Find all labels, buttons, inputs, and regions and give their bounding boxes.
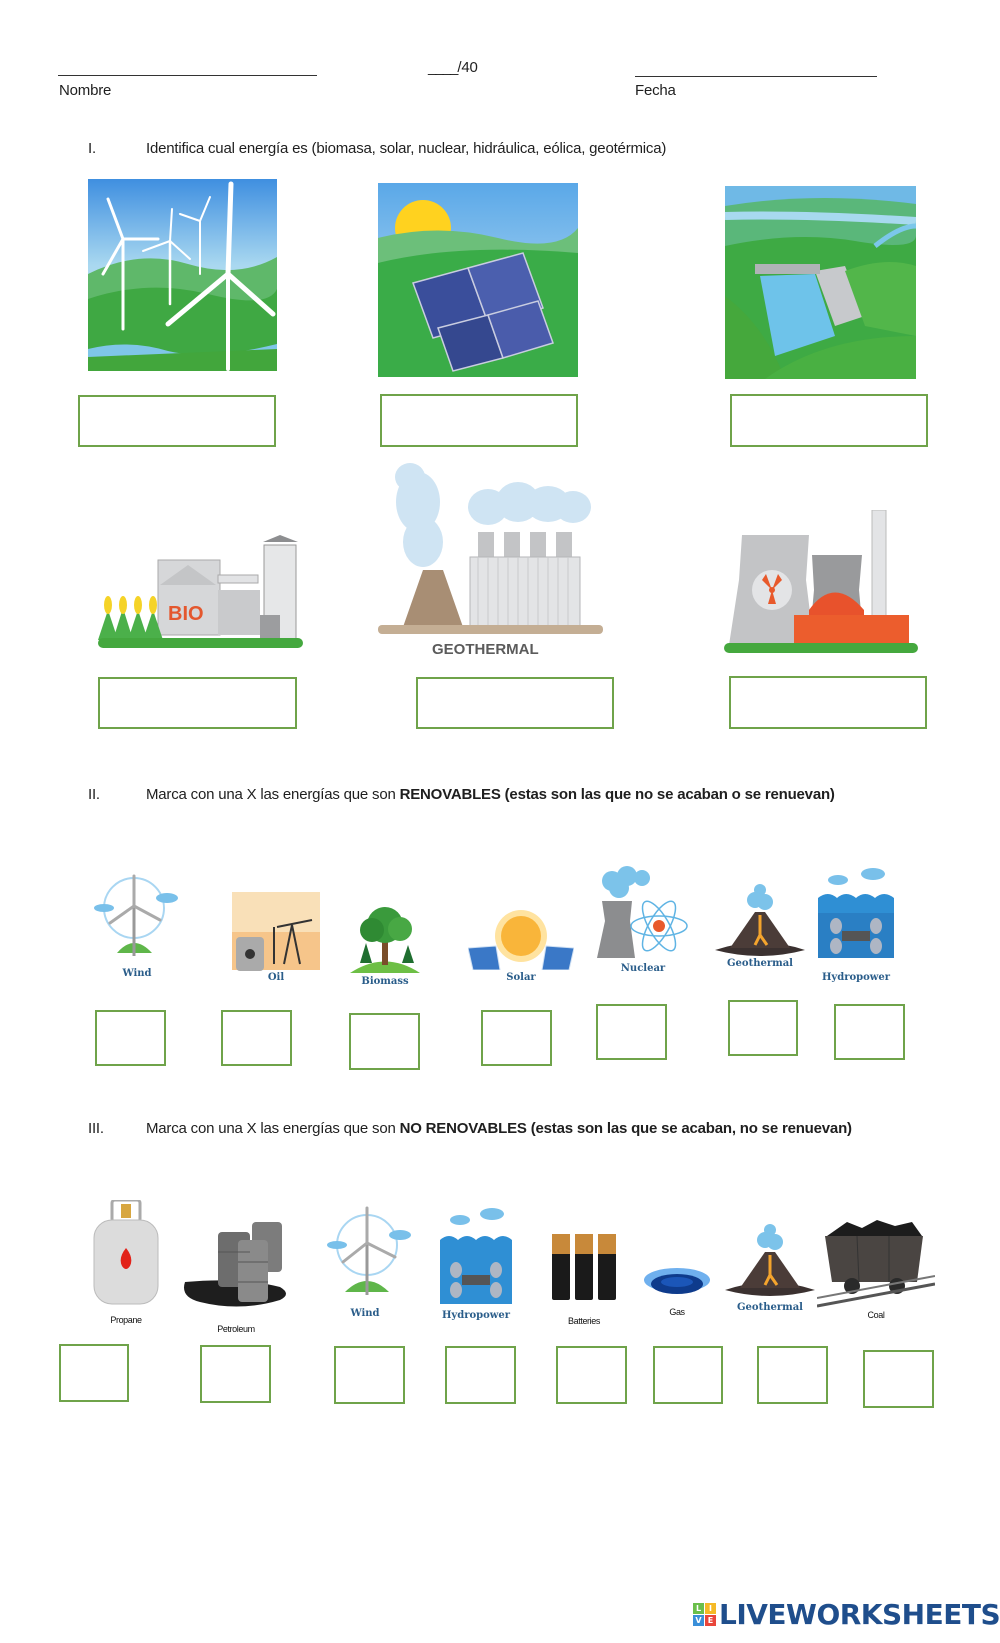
petroleum-image bbox=[180, 1222, 292, 1310]
volcano-icon bbox=[715, 884, 805, 956]
answer-box-solar[interactable] bbox=[380, 394, 578, 447]
sun-icon bbox=[468, 910, 574, 970]
section-2-number: II. bbox=[88, 786, 100, 803]
name-line bbox=[58, 75, 317, 76]
renewable-oil-image bbox=[232, 892, 320, 972]
dam-icon bbox=[725, 186, 916, 379]
nonrenewable-checkbox-coal[interactable] bbox=[863, 1350, 934, 1408]
renewable-hydropower-image bbox=[818, 868, 894, 958]
wind-turbine-icon bbox=[327, 1206, 411, 1295]
nuclear-plant-image bbox=[724, 510, 918, 660]
answer-box-nuclear[interactable] bbox=[729, 676, 927, 729]
nonrenewable-geothermal-label: Geothermal bbox=[737, 1302, 803, 1313]
hydroelectric-dam-image bbox=[725, 186, 916, 379]
date-label: Fecha bbox=[635, 82, 676, 99]
renewable-checkbox-hydropower[interactable] bbox=[834, 1004, 905, 1060]
renewable-geothermal-label: Geothermal bbox=[727, 958, 793, 969]
renewable-checkbox-geothermal[interactable] bbox=[728, 1000, 798, 1056]
nonrenewable-checkbox-batteries[interactable] bbox=[556, 1346, 627, 1404]
volcano-icon bbox=[725, 1224, 815, 1296]
logo-blocks-icon: L I V E bbox=[693, 1602, 716, 1626]
biomass-plant-icon: BIO bbox=[98, 535, 303, 648]
score-total: /40 bbox=[457, 59, 478, 76]
renewable-checkbox-wind[interactable] bbox=[95, 1010, 166, 1066]
answer-box-wind-farm[interactable] bbox=[78, 395, 276, 447]
section-1-text: Identifica cual energía es (biomasa, sol… bbox=[146, 140, 667, 157]
propane-label: Propane bbox=[110, 1315, 142, 1325]
score-field: ____/40 bbox=[428, 59, 478, 76]
tree-icon bbox=[350, 907, 420, 973]
answer-box-biomass[interactable] bbox=[98, 677, 297, 729]
renewable-checkbox-solar[interactable] bbox=[481, 1010, 552, 1066]
nuclear-plant-icon bbox=[724, 510, 918, 653]
wind-farm-image bbox=[88, 179, 277, 371]
renewable-solar-image bbox=[468, 908, 574, 970]
atom-icon bbox=[597, 866, 688, 958]
renewable-solar-label: Solar bbox=[506, 972, 536, 983]
nonrenewable-checkbox-geothermal[interactable] bbox=[757, 1346, 828, 1404]
geothermal-plant-icon: GEOTHERMAL bbox=[378, 463, 603, 658]
no-renovables-emphasis: NO RENOVABLES (estas son las que se acab… bbox=[399, 1120, 852, 1137]
section-1-number: I. bbox=[88, 140, 96, 157]
batteries-label: Batteries bbox=[568, 1316, 600, 1326]
nonrenewable-wind-label: Wind bbox=[350, 1308, 380, 1319]
nonrenewable-checkbox-petroleum[interactable] bbox=[200, 1345, 271, 1403]
answer-box-hydroelectric[interactable] bbox=[730, 394, 928, 447]
nonrenewable-geothermal-image bbox=[725, 1220, 815, 1300]
gas-label: Gas bbox=[669, 1307, 685, 1317]
liveworksheets-logo: L I V E LIVEWORKSHEETS bbox=[693, 1596, 1000, 1632]
hydropower-icon bbox=[440, 1208, 512, 1304]
battery-icon bbox=[552, 1234, 616, 1300]
score-blank: ____ bbox=[428, 59, 458, 76]
renewable-nuclear-image bbox=[597, 866, 689, 958]
renewable-geothermal-image bbox=[715, 880, 805, 958]
renewable-checkbox-nuclear[interactable] bbox=[596, 1004, 667, 1060]
solar-panel-icon bbox=[378, 183, 578, 377]
svg-text:GEOTHERMAL: GEOTHERMAL bbox=[432, 641, 539, 658]
nonrenewable-wind-image bbox=[325, 1200, 415, 1300]
geothermal-plant-image: GEOTHERMAL bbox=[378, 462, 603, 658]
biomass-plant-image: BIO bbox=[98, 510, 303, 652]
nonrenewable-checkbox-wind[interactable] bbox=[334, 1346, 405, 1404]
section-3-number: III. bbox=[88, 1120, 104, 1137]
batteries-image bbox=[550, 1232, 618, 1302]
nonrenewable-checkbox-propane[interactable] bbox=[59, 1344, 129, 1402]
renewable-checkbox-biomass[interactable] bbox=[349, 1013, 420, 1070]
gas-image bbox=[642, 1262, 712, 1302]
nonrenewable-checkbox-gas[interactable] bbox=[653, 1346, 723, 1404]
propane-tank-icon bbox=[93, 1200, 159, 1305]
renewable-hydropower-label: Hydropower bbox=[821, 972, 891, 983]
oil-pump-icon bbox=[232, 892, 320, 971]
logo-text: LIVEWORKSHEETS bbox=[719, 1597, 1000, 1631]
coal-label: Coal bbox=[867, 1310, 885, 1320]
petroleum-label: Petroleum bbox=[217, 1324, 255, 1334]
renewable-biomass-image bbox=[350, 905, 420, 973]
oil-barrels-icon bbox=[184, 1222, 286, 1307]
renewable-wind-label: Wind bbox=[122, 968, 152, 979]
hydropower-icon bbox=[818, 868, 894, 958]
renewable-wind-image bbox=[92, 868, 182, 963]
answer-box-geothermal[interactable] bbox=[416, 677, 614, 729]
propane-image bbox=[90, 1200, 162, 1308]
coal-image bbox=[817, 1218, 935, 1314]
solar-panels-image bbox=[378, 183, 578, 377]
nonrenewable-checkbox-hydropower[interactable] bbox=[445, 1346, 516, 1404]
svg-text:BIO: BIO bbox=[168, 603, 204, 625]
nonrenewable-hydropower-label: Hydropower bbox=[441, 1310, 511, 1321]
renewable-nuclear-label: Nuclear bbox=[620, 963, 666, 974]
renewable-oil-label: Oil bbox=[267, 972, 285, 983]
renewable-biomass-label: Biomass bbox=[361, 976, 409, 987]
renewable-checkbox-oil[interactable] bbox=[221, 1010, 292, 1066]
renovables-emphasis: RENOVABLES (estas son las que no se acab… bbox=[399, 786, 835, 803]
name-label: Nombre bbox=[59, 82, 112, 99]
section-2-text: Marca con una X las energías que son REN… bbox=[146, 786, 835, 803]
gas-burner-icon bbox=[644, 1268, 710, 1294]
wind-turbine-icon bbox=[94, 874, 178, 956]
date-line bbox=[635, 76, 877, 77]
wind-turbine-icon bbox=[88, 179, 277, 371]
section-3-text: Marca con una X las energías que son NO … bbox=[146, 1120, 852, 1137]
coal-cart-icon bbox=[817, 1220, 935, 1308]
nonrenewable-hydropower-image bbox=[440, 1208, 512, 1304]
